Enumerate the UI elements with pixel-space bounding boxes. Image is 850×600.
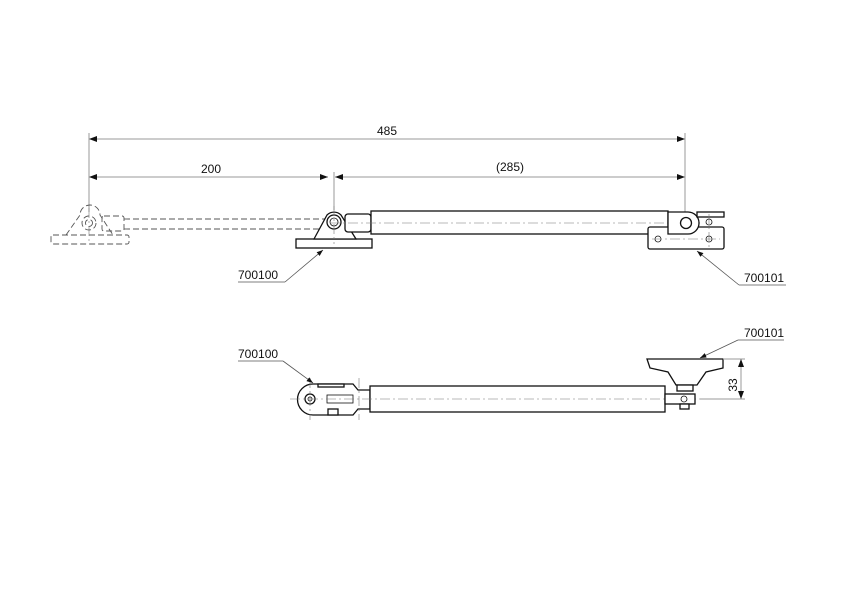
bracket-700101-side (646, 358, 724, 410)
dimension-right: (285) (335, 160, 685, 180)
dimension-left-label: 200 (201, 162, 221, 176)
dimension-overall-label: 485 (377, 124, 397, 138)
ghost-bracket (50, 204, 330, 245)
dimension-height: 33 (700, 358, 745, 400)
bracket-700100-top (295, 206, 373, 249)
gas-spring-cylinder-side (290, 385, 742, 413)
leader-700101-side: 700101 (699, 326, 784, 359)
leader-700100-top: 700100 (238, 249, 324, 283)
dimension-overall: 485 (89, 124, 685, 142)
part-label-700101-side: 700101 (744, 326, 784, 340)
gas-spring-cylinder-top (330, 210, 700, 235)
dimension-height-label: 33 (726, 378, 740, 392)
bracket-700101-top (647, 211, 725, 250)
part-label-700100-top: 700100 (238, 268, 278, 282)
dimension-left: 200 (89, 162, 328, 180)
leader-700100-side: 700100 (238, 347, 314, 384)
leader-700101-top: 700101 (696, 250, 786, 286)
part-label-700100-side: 700100 (238, 347, 278, 361)
part-label-700101-top: 700101 (744, 271, 784, 285)
dimension-right-label: (285) (496, 160, 524, 174)
